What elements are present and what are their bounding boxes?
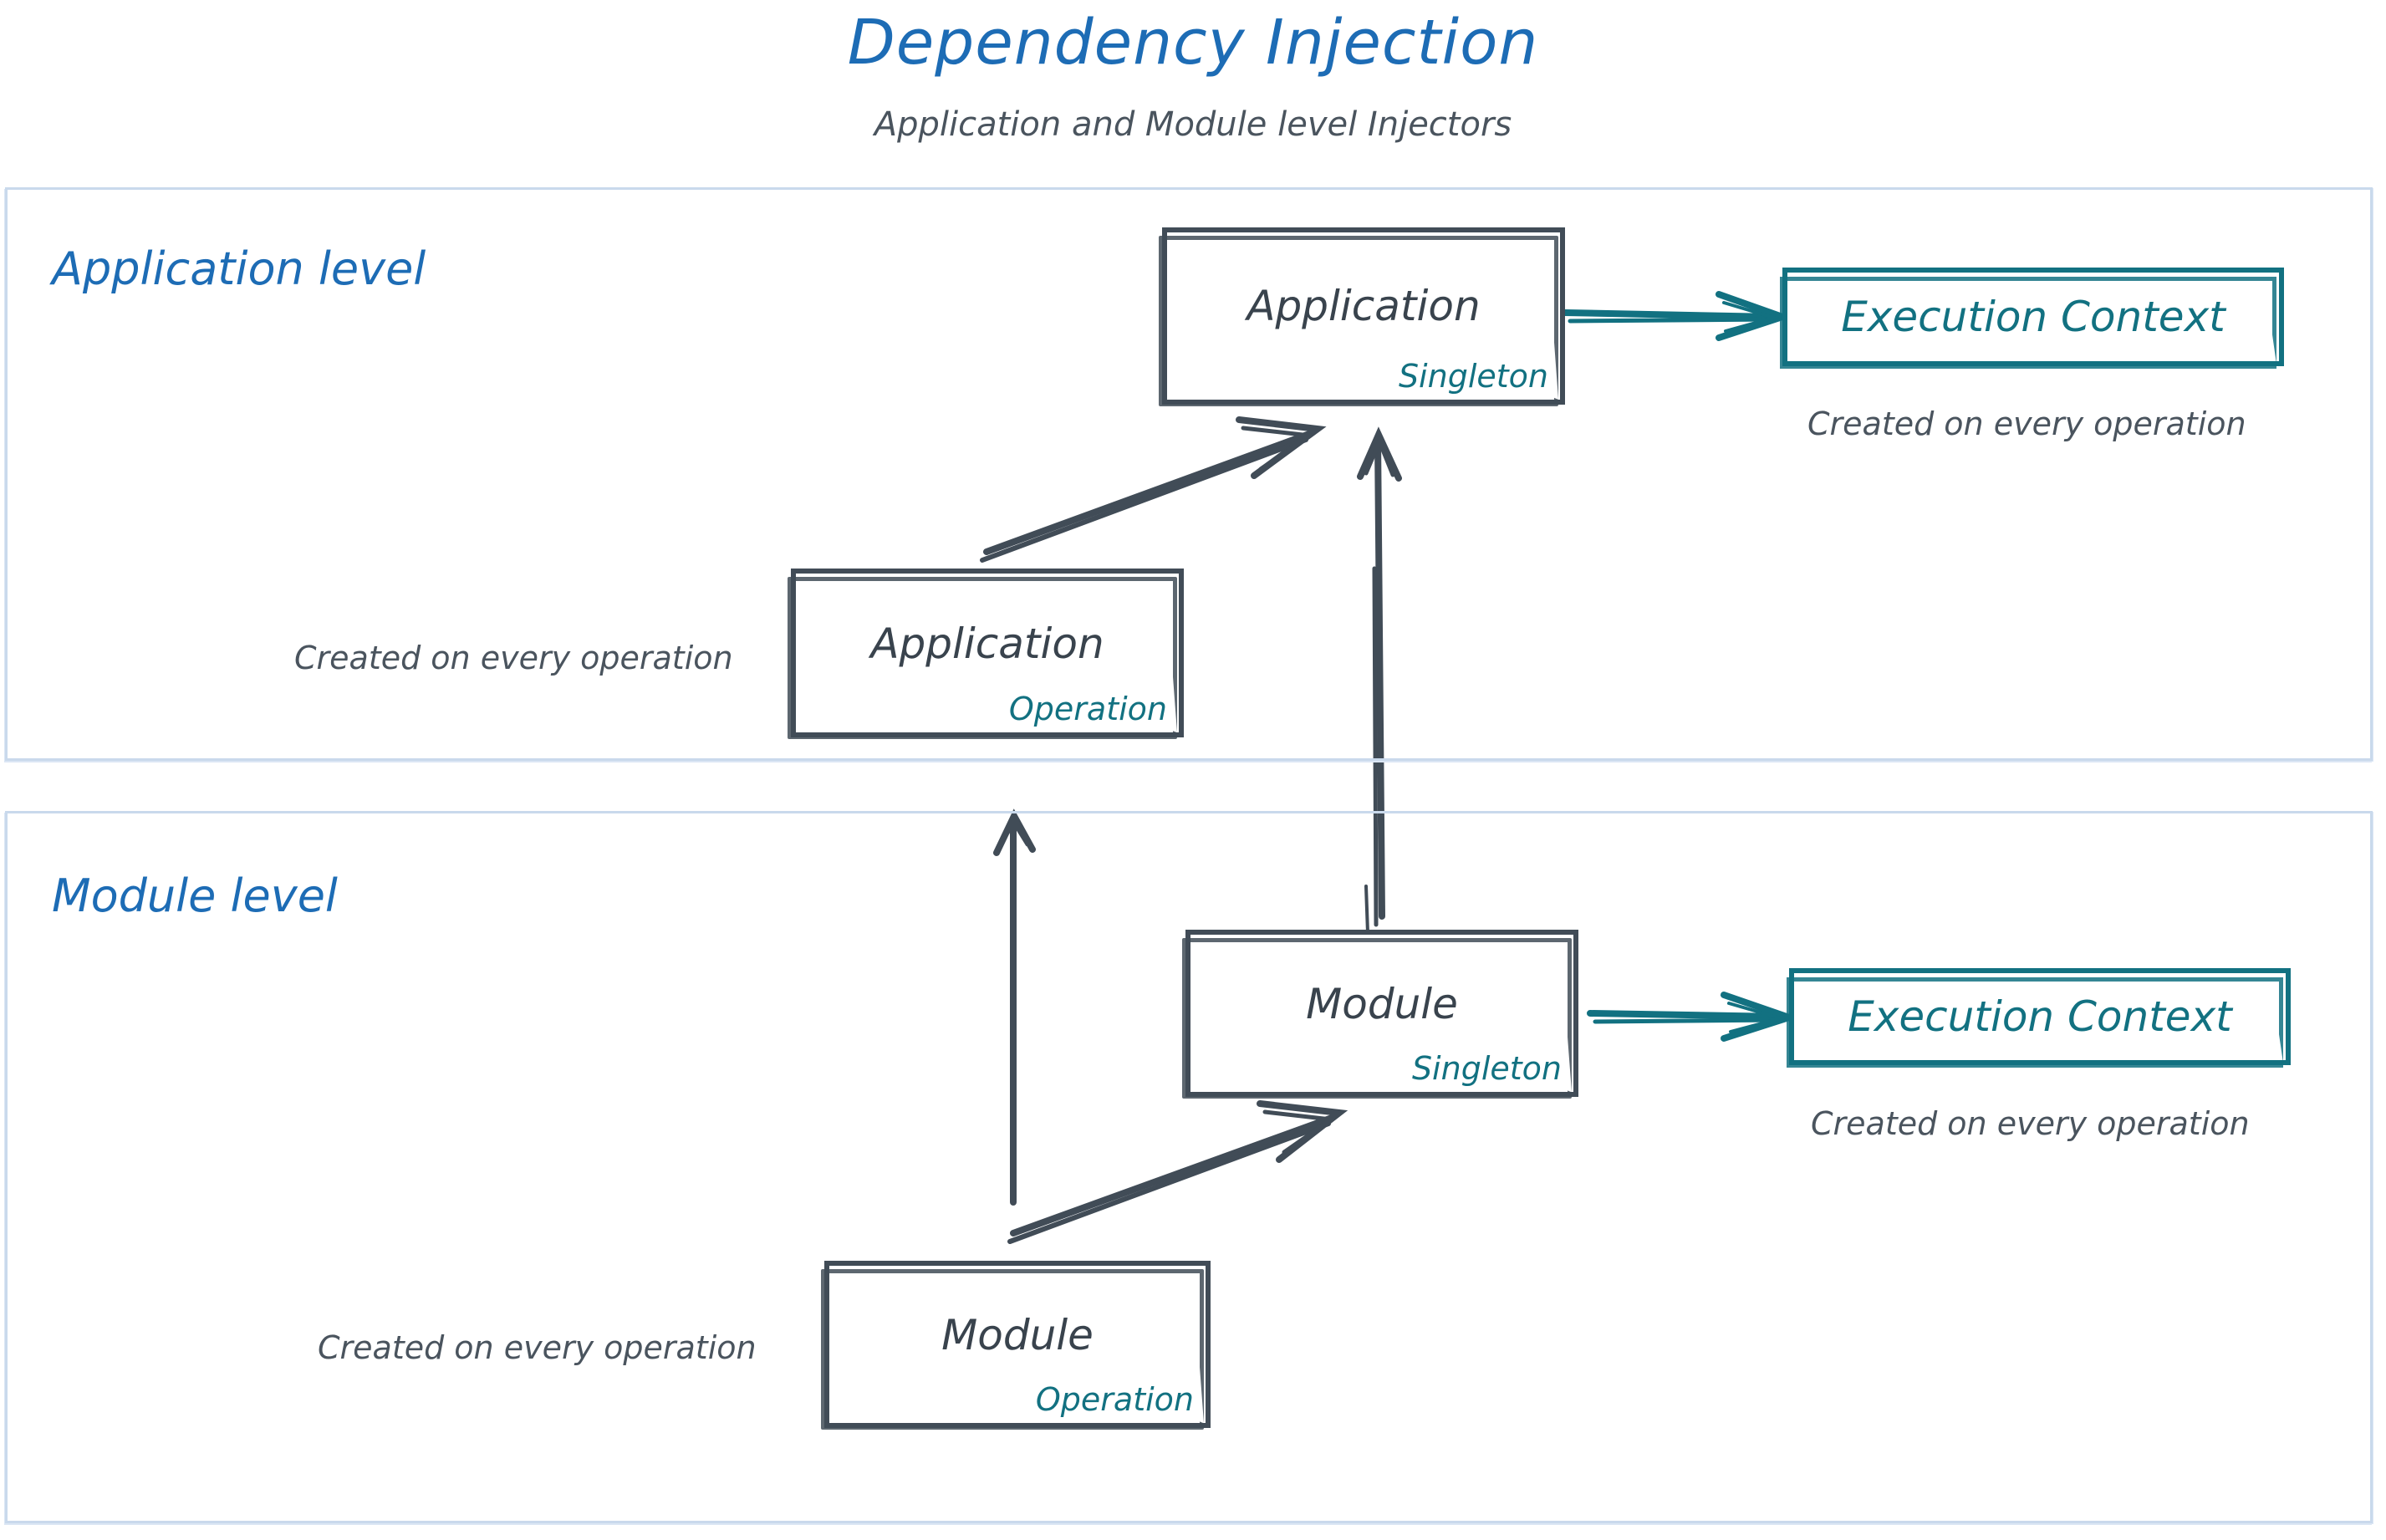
- node-module-execution-context[interactable]: Execution Context: [1789, 968, 2291, 1065]
- page-subtitle: Application and Module level Injectors: [874, 105, 1512, 144]
- node-module-singleton[interactable]: Module Singleton: [1185, 930, 1578, 1097]
- module-level-label: Module level: [52, 869, 338, 922]
- application-level-label: Application level: [52, 242, 426, 295]
- node-title: Module: [1306, 979, 1458, 1028]
- node-application-execution-context[interactable]: Execution Context: [1782, 268, 2284, 366]
- node-scope-badge: Singleton: [1398, 358, 1548, 395]
- page-title: Dependency Injection: [847, 7, 1539, 79]
- caption-application-execution-context: Created on every operation: [1807, 405, 2246, 442]
- node-scope-badge: Operation: [1008, 691, 1167, 727]
- node-title: Application: [870, 619, 1104, 668]
- node-application-singleton[interactable]: Application Singleton: [1162, 227, 1565, 405]
- node-scope-badge: Singleton: [1411, 1050, 1562, 1087]
- node-application-operation[interactable]: Application Operation: [791, 569, 1184, 737]
- node-title: Execution Context: [1848, 992, 2232, 1041]
- node-title: Application: [1247, 282, 1481, 330]
- module-level-container: [5, 811, 2373, 1523]
- caption-application-operation: Created on every operation: [294, 640, 733, 676]
- caption-module-operation: Created on every operation: [318, 1329, 757, 1366]
- node-scope-badge: Operation: [1035, 1381, 1194, 1418]
- node-module-operation[interactable]: Module Operation: [824, 1261, 1211, 1428]
- application-level-container: [5, 187, 2373, 761]
- node-title: Module: [941, 1310, 1094, 1359]
- caption-module-execution-context: Created on every operation: [1811, 1105, 2250, 1142]
- node-title: Execution Context: [1841, 293, 2225, 341]
